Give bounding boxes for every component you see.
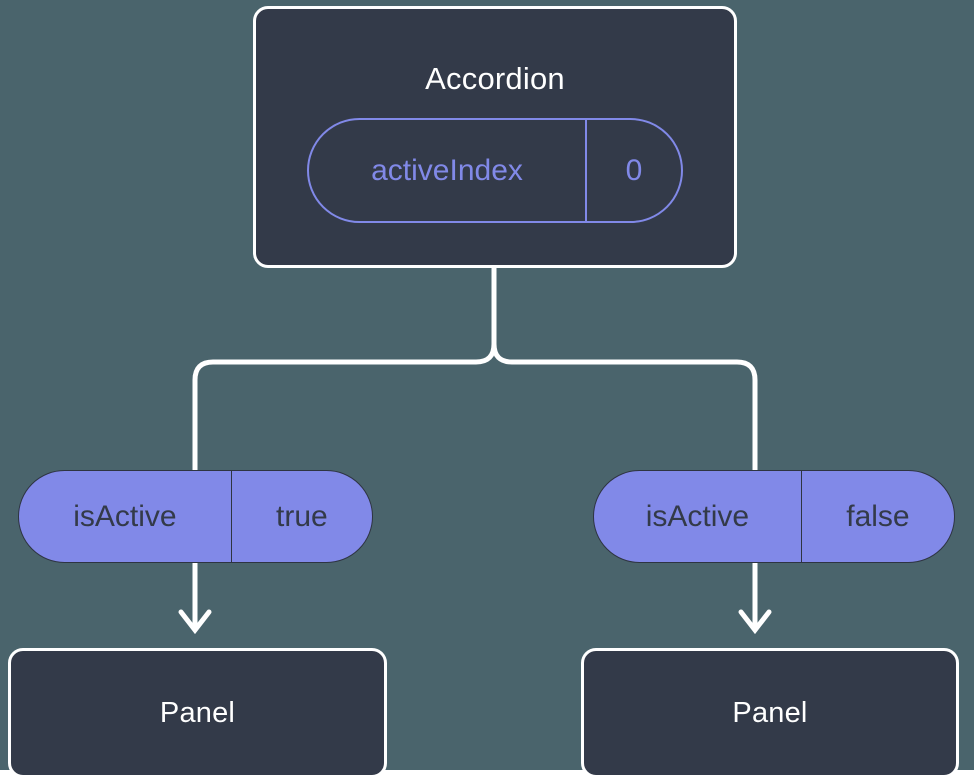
accordion-node-label: Accordion xyxy=(425,61,565,96)
prop-pill-is-active-right[interactable]: isActive false xyxy=(593,470,955,563)
panel-node-left-label: Panel xyxy=(159,697,236,729)
state-pill-active-index-value: 0 xyxy=(625,153,643,187)
panel-node-right-label: Panel xyxy=(732,697,808,729)
prop-pill-is-active-right-value: false xyxy=(846,499,910,533)
connector-root-to-right-pill xyxy=(491,265,758,473)
arrow-left-head xyxy=(178,609,212,635)
state-pill-active-index[interactable]: activeIndex 0 xyxy=(307,118,683,223)
prop-pill-is-active-left[interactable]: isActive true xyxy=(18,470,373,563)
state-pill-active-index-key: activeIndex xyxy=(309,120,588,221)
prop-pill-is-active-left-value: true xyxy=(276,499,328,533)
prop-pill-is-active-right-key: isActive xyxy=(594,471,802,562)
connector-root-to-left-pill xyxy=(192,265,497,473)
arrow-right-head xyxy=(738,609,772,635)
prop-pill-is-active-left-key: isActive xyxy=(19,471,232,562)
panel-node-right[interactable]: Panel xyxy=(581,648,959,778)
panel-node-left[interactable]: Panel xyxy=(8,648,387,778)
